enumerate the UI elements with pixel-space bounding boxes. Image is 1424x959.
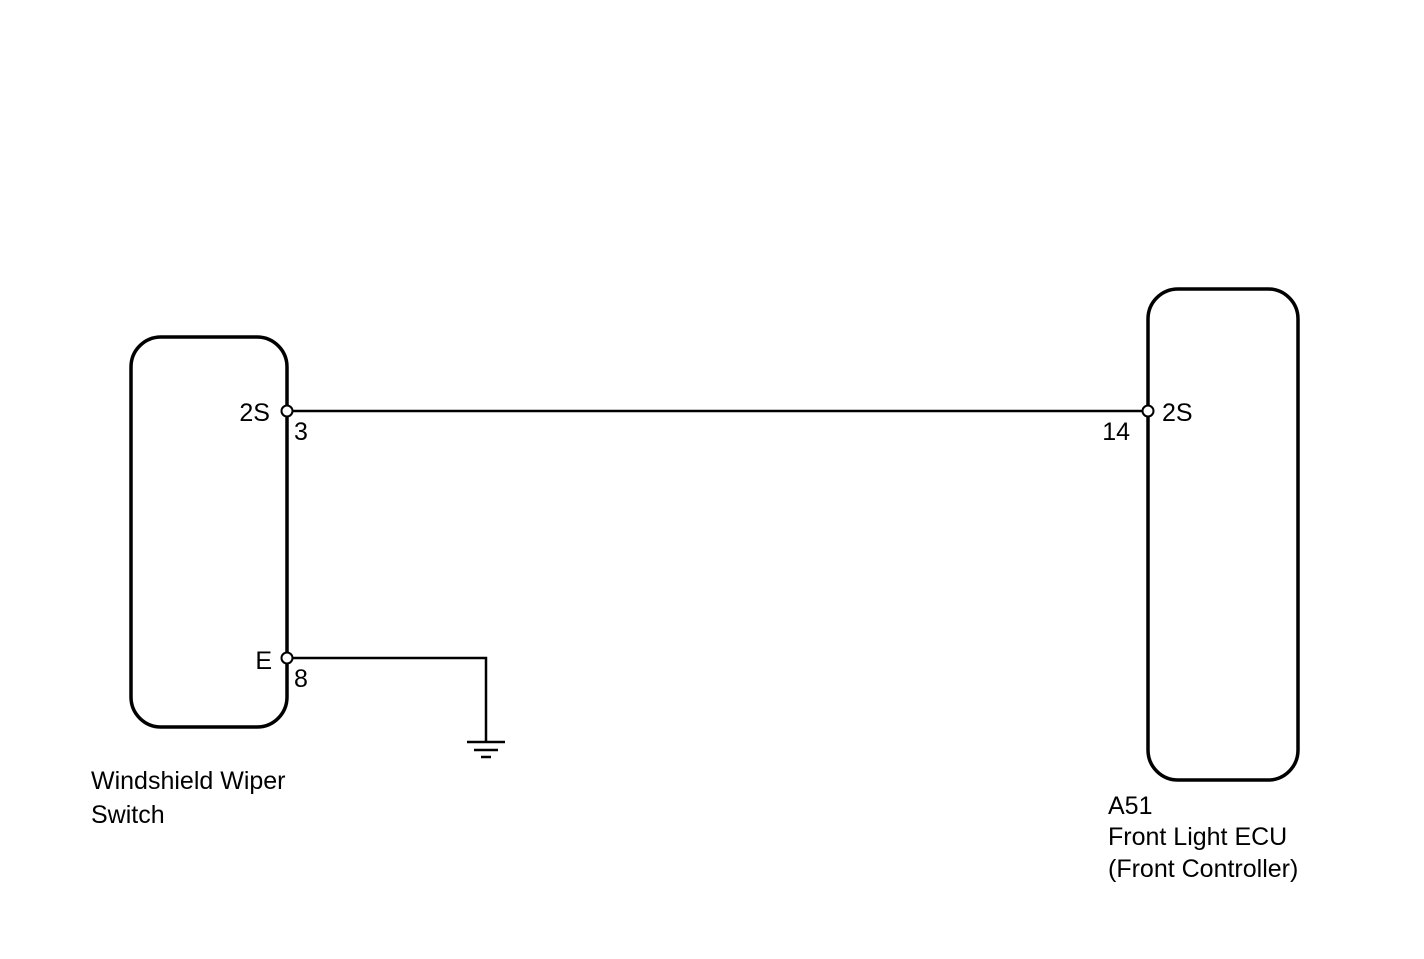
windshield-wiper-switch-box	[129, 335, 289, 729]
ecu-pin-2s-terminal	[1141, 404, 1155, 418]
windshield-wiper-switch-component: Windshield Wiper Switch	[91, 335, 289, 829]
switch-pin-e-number: 8	[294, 665, 308, 693]
ecu-pin-2s-number: 14	[1102, 418, 1130, 446]
switch-pin-e: E 8	[255, 647, 308, 693]
switch-pin-2s-number: 3	[294, 418, 308, 446]
ecu-code: A51	[1108, 792, 1152, 820]
front-light-ecu-component: A51 Front Light ECU (Front Controller)	[1108, 287, 1300, 883]
switch-pin-2s-terminal	[280, 404, 294, 418]
ecu-name-line1: Front Light ECU	[1108, 823, 1287, 851]
ecu-pin-2s: 2S 14	[1102, 399, 1192, 446]
switch-pin-e-terminal	[280, 651, 294, 665]
front-light-ecu-box	[1146, 287, 1300, 782]
switch-pin-2s-label: 2S	[239, 399, 270, 427]
ground-icon	[467, 740, 505, 759]
switch-pin-e-label: E	[255, 647, 272, 675]
ecu-name-line2: (Front Controller)	[1108, 855, 1298, 883]
wire-ground	[287, 656, 488, 742]
ecu-pin-2s-label: 2S	[1162, 399, 1193, 427]
switch-name-line2: Switch	[91, 801, 165, 829]
switch-name-line1: Windshield Wiper	[91, 767, 286, 795]
switch-pin-2s: 2S 3	[239, 399, 308, 446]
